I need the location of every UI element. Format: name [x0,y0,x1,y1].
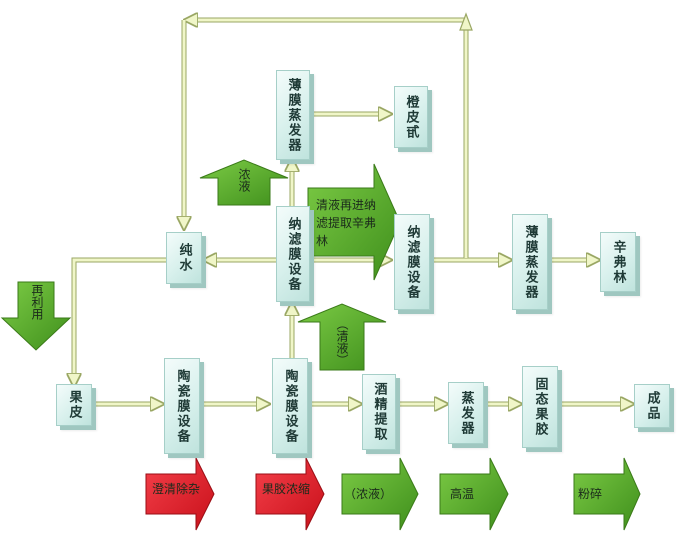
synephrine-box: 辛弗林 [600,232,636,292]
high-temp-arrow [439,457,509,531]
pure-water-box: 纯水 [166,232,202,284]
nf-membrane-1-box: 纳滤膜设备 [276,206,310,302]
pure-water-label: 纯水 [176,243,192,273]
concentrate-bottom-arrow [341,457,419,531]
clear-mid-text: （清液） [335,318,349,366]
clear-reextract-text: 清液再进纳滤提取辛弗林 [316,198,377,248]
concentrate-up-arrow [199,159,289,206]
film-evaporator-top-label: 薄膜蒸发器 [285,77,301,153]
reuse-down-arrow [0,281,72,351]
alcohol-extraction-label: 酒精提取 [371,382,387,442]
fruit-peel-label: 果皮 [66,390,82,420]
synephrine-label: 辛弗林 [610,239,626,285]
product-label: 成品 [644,391,660,421]
crush-arrow [573,457,641,531]
high-temp-text: 高温 [450,487,475,501]
remove-impurity-text: 澄清除杂 [152,482,201,496]
film-evaporator-top-box: 薄膜蒸发器 [276,70,310,160]
evaporator-box: 蒸发器 [448,382,484,444]
nf-membrane-2-label: 纳滤膜设备 [404,224,420,300]
evaporator-label: 蒸发器 [458,390,474,436]
product-box: 成品 [634,384,670,428]
alcohol-extraction-box: 酒精提取 [362,374,396,450]
clear-reextract-arrow [307,163,401,281]
crush-text: 粉碎 [578,487,603,501]
pectin-concentrate-text: 果胶浓缩 [262,482,311,496]
ceramic-membrane-2-label: 陶瓷膜设备 [282,368,298,444]
orange-peel-oil-box: 橙皮甙 [394,86,428,148]
solid-pectin-box: 固态果胶 [522,366,558,448]
reuse-text: 再利用 [30,284,44,320]
nf-membrane-1-label: 纳滤膜设备 [285,216,301,292]
nf-membrane-2-box: 纳滤膜设备 [394,214,430,310]
film-evaporator-right-box: 薄膜蒸发器 [512,214,548,310]
film-evaporator-right-label: 薄膜蒸发器 [522,224,538,300]
concentrate-top-text: 浓液 [237,168,251,192]
pectin-concentrate-arrow [255,457,325,531]
ceramic-membrane-1-label: 陶瓷膜设备 [174,368,190,444]
ceramic-membrane-2-box: 陶瓷膜设备 [272,358,308,454]
ceramic-membrane-1-box: 陶瓷膜设备 [164,358,200,454]
orange-peel-oil-label: 橙皮甙 [403,94,419,140]
solid-pectin-label: 固态果胶 [532,377,548,437]
fruit-peel-box: 果皮 [56,384,92,426]
clear-up-arrow [297,303,387,371]
remove-impurity-arrow [145,457,215,531]
concentrate-bottom-text: （浓液） [344,487,393,501]
